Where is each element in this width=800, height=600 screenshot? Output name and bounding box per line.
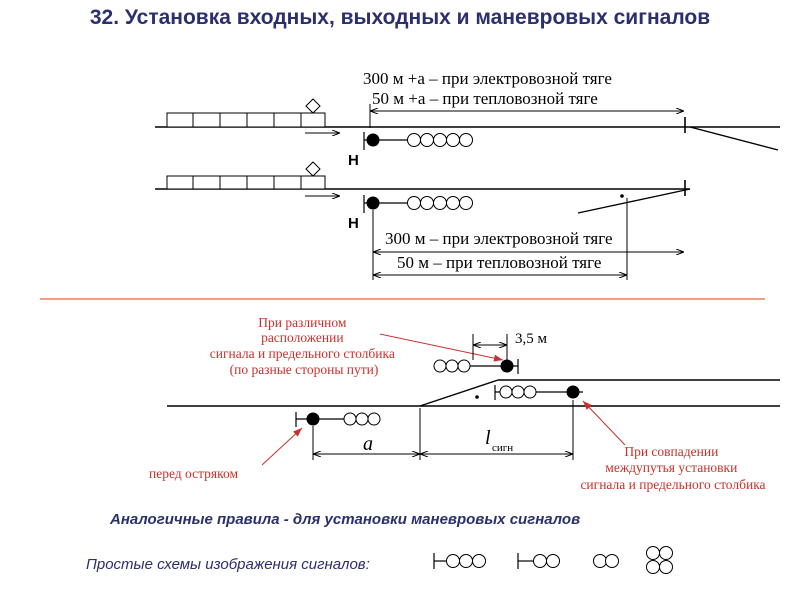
annotation-arrow [379,333,504,362]
page-title: 32. Установка входных, выходных и маневр… [89,6,711,29]
train [166,98,326,128]
label-diesel-1: 50 м +а – при тепловозной тяге [372,89,598,108]
switch-branch [419,379,499,407]
fouling-point [475,395,479,399]
signal-letter: Н [348,215,359,232]
switch-branch [689,126,779,151]
signal-opposite-side [433,359,519,374]
annotation-arrow [582,400,626,446]
signal-icon-two-lamp [517,553,560,569]
label-electric-2: 300 м – при электровозной тяге [385,229,613,248]
dim-l-subscript: сигн [492,442,513,454]
note-different-sides: При различном расположении сигнала и пре… [210,315,398,377]
signal-icon-three-lamp [433,553,486,569]
label-diesel-2: 50 м – при тепловозной тяге [397,253,601,272]
signal-icon-cluster [646,546,673,574]
fouling-point [620,194,624,198]
simple-schemes-label: Простые схемы изображения сигналов: [86,556,370,573]
entry-signal [363,195,473,213]
top-diagram: 300 м +а – при электровозной тяге 50 м +… [155,69,780,280]
bottom-diagram: При различном расположении сигнала и пре… [149,315,780,492]
annotation-arrow [261,427,303,466]
signal-before-switch [295,412,381,427]
dim-l-label: l [485,427,491,449]
subtitle-shunting-rules: Аналогичные правила - для установки мане… [109,511,580,528]
note-before-switch: перед остряком [149,466,238,481]
note-coincide: При совпадении междупутья установки сигн… [580,444,765,492]
signal-letter: Н [348,152,359,169]
dim-a-label: а [363,433,373,455]
signal-coincide [494,385,583,400]
label-electric-1: 300 м +а – при электровозной тяге [363,69,612,88]
signal-icon-dwarf [593,554,619,568]
entry-signal [363,132,473,150]
switch-branch [577,188,691,214]
train [166,161,326,190]
distance-label: 3,5 м [515,331,548,347]
